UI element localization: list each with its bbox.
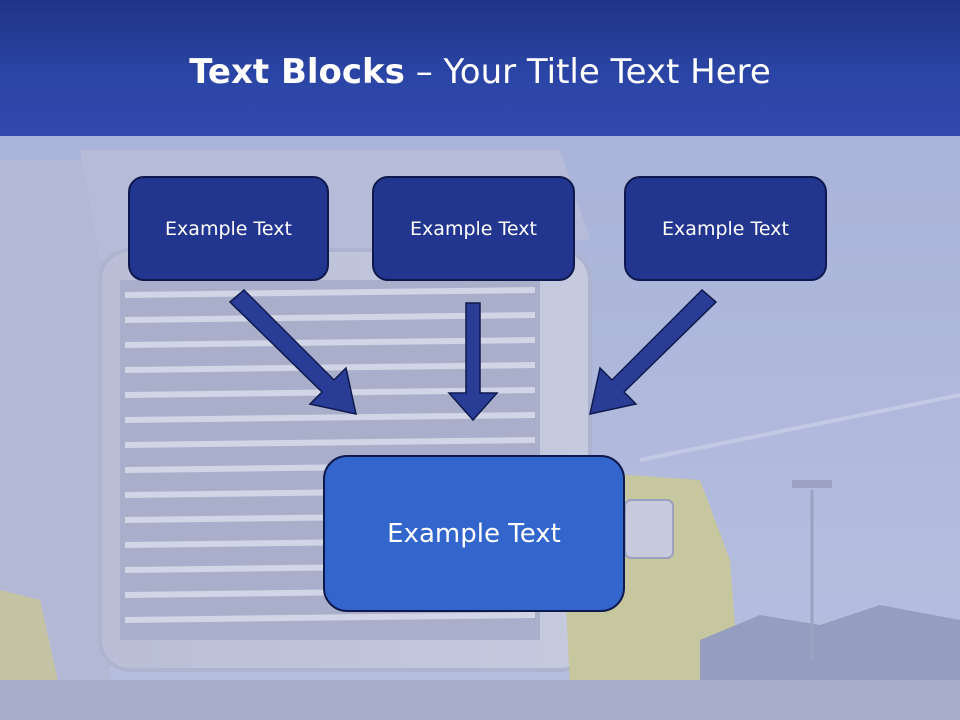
title-separator: – xyxy=(404,52,444,92)
slide-title: Text Blocks – Your Title Text Here xyxy=(0,52,960,92)
title-regular-part: Your Title Text Here xyxy=(443,52,771,92)
text-block-top-left[interactable]: Example Text xyxy=(128,176,329,281)
arrow-down-icon xyxy=(447,302,499,422)
text-block-top-center-label: Example Text xyxy=(410,217,537,240)
title-bold-part: Text Blocks xyxy=(189,52,405,92)
text-block-main-label: Example Text xyxy=(387,518,561,549)
title-bar xyxy=(0,0,960,136)
text-block-top-right[interactable]: Example Text xyxy=(624,176,827,281)
text-block-main[interactable]: Example Text xyxy=(323,455,625,612)
arrow-right-icon xyxy=(589,288,718,415)
text-block-top-right-label: Example Text xyxy=(662,217,789,240)
text-block-top-center[interactable]: Example Text xyxy=(372,176,575,281)
text-block-top-left-label: Example Text xyxy=(165,217,292,240)
arrow-left-icon xyxy=(228,288,357,415)
